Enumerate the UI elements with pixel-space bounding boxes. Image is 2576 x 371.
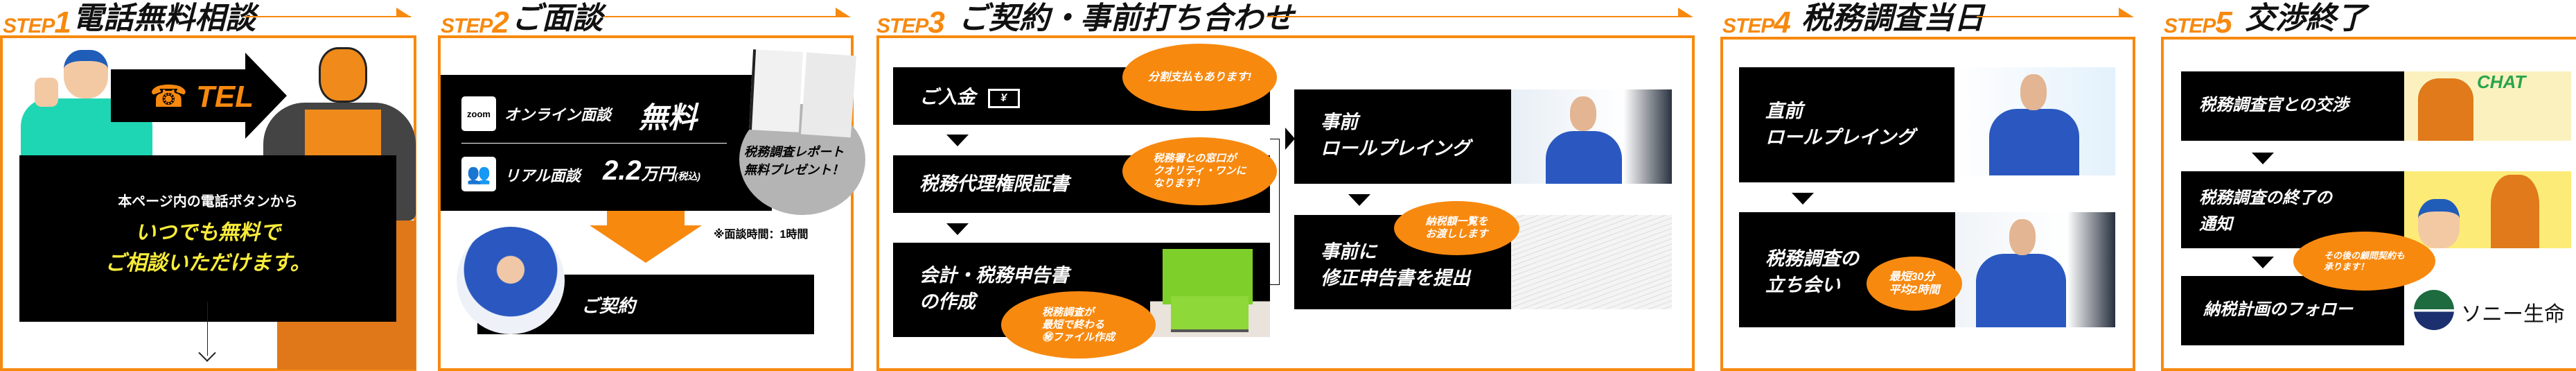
interview-duration-note: ※面談時間：1時間 [714, 229, 809, 241]
step-arrow-line [1977, 16, 2122, 17]
down-triangle-icon [2252, 153, 2274, 164]
proxy-bubble: 税務署との窓口がクオリティ・ワンになります！ [1122, 137, 1277, 205]
sony-life-logo-icon [2414, 290, 2454, 330]
audit-attendance-photo [1955, 212, 2115, 327]
installment-bubble: 分割支払もあります! [1122, 44, 1277, 111]
free-report-present: 税務調査レポート無料プレゼント！ [744, 145, 844, 177]
money-bill-icon: ¥ [987, 88, 1020, 108]
tax-list-bubble: 納税額一覧をお渡しします [1394, 201, 1519, 255]
step-arrow-line [245, 16, 411, 17]
step1-label: STEP1 [3, 6, 71, 40]
down-triangle-icon [946, 135, 969, 146]
step4-title: 税務調査当日 [1801, 1, 1984, 35]
telephone-icon: ☎ [150, 80, 188, 114]
customer-illustration [21, 50, 152, 155]
zoom-icon: zoom [461, 96, 496, 131]
in-person-interview-label: リアル面談 [504, 167, 581, 184]
advisory-contract-bubble: その後の顧問契約も承ります！ [2293, 232, 2435, 291]
in-person-meeting-icon: 👥 [461, 157, 496, 191]
down-arrow-line [207, 302, 208, 356]
report-booklet-image [749, 49, 803, 132]
message-line2: いつでも無料で [135, 221, 281, 244]
step2-label: STEP2 [441, 6, 509, 40]
roleplay-box: 事前ロールプレイング [1294, 89, 1511, 184]
step3-label: STEP3 [876, 6, 945, 40]
step1-title: 電話無料相談 [73, 1, 256, 35]
sony-life-logo-text: ソニー生命 [2461, 303, 2565, 326]
step1-message-box: 本ページ内の電話ボタンから いつでも無料で ご相談いただけます。 [19, 155, 396, 322]
down-triangle-icon [1348, 194, 1370, 206]
step-arrow-head-icon [836, 8, 851, 17]
message-line1: 本ページ内の電話ボタンから [118, 194, 298, 209]
down-triangle-icon [2252, 257, 2274, 268]
step-arrow-line [1267, 16, 1679, 17]
comic-sound-effect: CHAT [2477, 71, 2526, 92]
connector-line [1270, 139, 1280, 285]
online-interview-price: 無料 [639, 101, 698, 134]
down-triangle-icon [946, 223, 969, 235]
step5-title: 交渉終了 [2245, 1, 2367, 35]
step3-title: ご契約・事前打ち合わせ [958, 1, 1294, 35]
advisor-photo [457, 227, 565, 334]
audit-end-notice-box: 税務調査の終了の通知 [2181, 171, 2404, 248]
tax-document-photo [1511, 215, 1672, 309]
negotiation-comic: CHAT [2404, 71, 2571, 141]
divider [461, 143, 727, 144]
green-files-photo [1150, 248, 1270, 337]
step-arrow-line [603, 16, 839, 17]
step4-label: STEP4 [1722, 6, 1791, 40]
online-interview-label: オンライン面談 [504, 106, 612, 123]
price-unit: 万円 [641, 165, 675, 184]
heroes-comic [2404, 171, 2571, 248]
tel-label: ☎ TEL [150, 80, 254, 114]
big-down-arrow-head-icon [590, 225, 702, 263]
final-roleplay-photo [1955, 67, 2115, 175]
step-arrow-head-icon [1678, 8, 1693, 17]
tel-arrow [111, 69, 246, 122]
final-roleplay-box: 直前ロールプレイング [1739, 67, 1955, 182]
price-tax-note: (税込) [674, 171, 700, 182]
secret-file-bubble: 税務調査が最短で終わる㊙ファイル作成 [1001, 291, 1156, 359]
price-value: 2.2 [603, 155, 642, 186]
step5-label: STEP5 [2164, 6, 2232, 40]
roleplay-photo [1511, 89, 1672, 184]
step-arrow-head-icon [396, 8, 412, 17]
duration-bubble: 最短30分平均2時間 [1867, 257, 1962, 311]
tax-plan-follow-box: 納税計画のフォロー [2181, 276, 2404, 345]
down-triangle-icon [1792, 193, 1814, 205]
negotiation-box: 税務調査官との交渉 [2181, 71, 2404, 141]
right-triangle-icon [1285, 128, 1295, 150]
big-down-arrow [607, 211, 685, 226]
report-booklet-image [800, 52, 857, 138]
in-person-interview-price: 2.2万円(税込) [603, 155, 700, 187]
step-arrow-head-icon [2119, 8, 2134, 17]
message-line3: ご相談いただけます。 [105, 252, 311, 275]
step2-title: ご面談 [511, 1, 603, 35]
